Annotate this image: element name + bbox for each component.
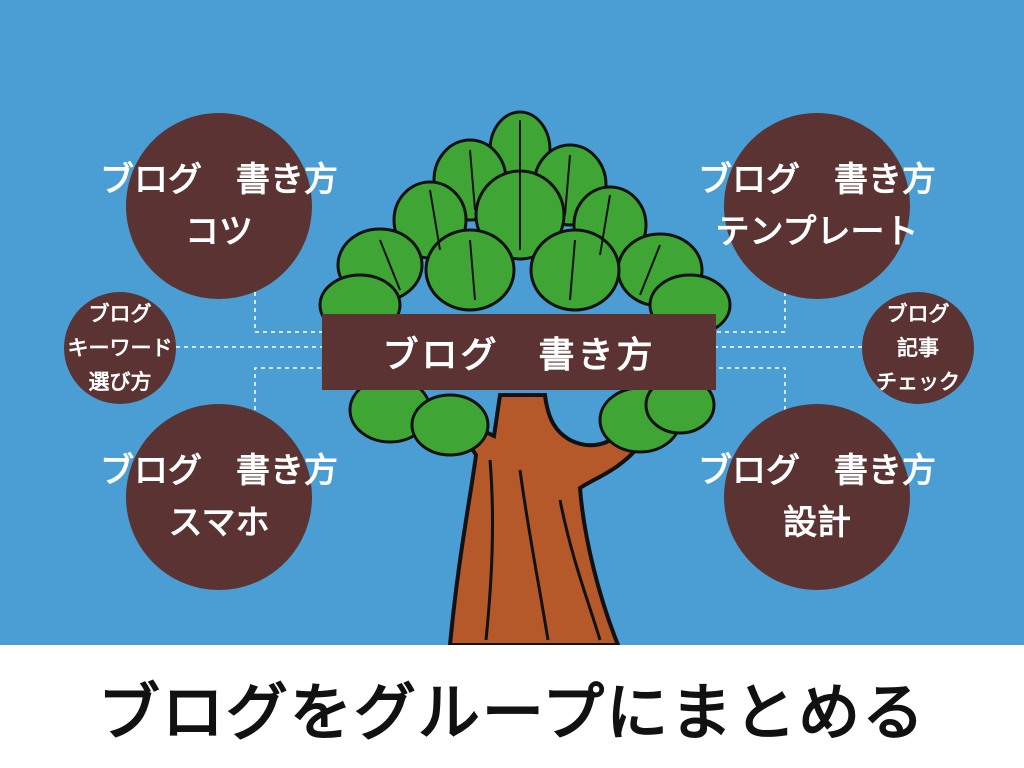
node-line: 設計 [783,503,851,543]
node-line: ブログ [886,302,950,326]
tree-leaf-veins [379,120,661,301]
node-line: テンプレート [715,212,919,252]
node-line: 記事 [897,336,939,360]
node-line: ブログ 書き方 [698,451,936,491]
node-line: ブログ [88,302,152,326]
node-line: キーワード [67,336,173,360]
node-line: チェック [876,370,960,394]
node-line: ブログ 書き方 [698,160,936,200]
node-top-right: ブログ 書き方 テンプレート [698,113,936,299]
node-line: コツ [185,212,253,252]
node-bottom-right: ブログ 書き方 設計 [698,404,936,590]
caption: ブログをグループにまとめる [97,675,927,749]
center-label: ブログ 書き方 [322,314,716,390]
node-mid-right: ブログ 記事 チェック [862,292,974,404]
node-line: 選び方 [88,370,152,394]
connector-lines [176,292,862,410]
connector-bottom-left [254,367,322,410]
connector-top-left [254,292,322,333]
node-top-left: ブログ 書き方 コツ [100,113,338,299]
node-mid-left: ブログ キーワード 選び方 [64,292,176,404]
node-line: ブログ 書き方 [100,160,338,200]
connector-top-right [716,292,786,333]
node-line: ブログ 書き方 [100,451,338,491]
connector-bottom-right [716,367,786,410]
node-bottom-left: ブログ 書き方 スマホ [100,404,338,590]
node-line: スマホ [168,503,270,543]
tree-trunk [434,393,643,645]
